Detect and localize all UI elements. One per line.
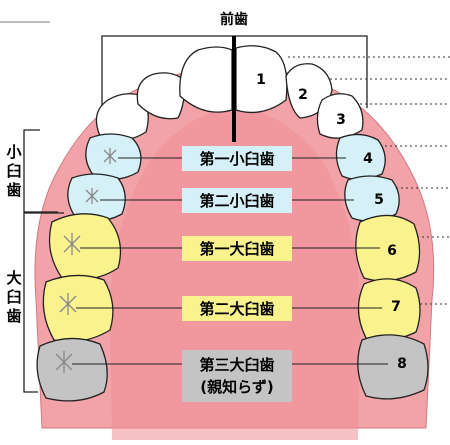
tooth-number-2: 2 bbox=[298, 87, 308, 103]
tooth-7 bbox=[357, 278, 421, 341]
x-mark bbox=[85, 188, 99, 204]
molars bbox=[42, 213, 421, 343]
tooth-3 bbox=[316, 93, 364, 139]
tooth-left-premolar-1 bbox=[85, 133, 142, 180]
anterior-teeth bbox=[95, 45, 364, 141]
x-mark bbox=[55, 351, 73, 373]
label-third-molar-note: (親知らず) bbox=[200, 378, 273, 396]
tooth-number-4: 4 bbox=[363, 151, 373, 167]
tooth-left-molar-2 bbox=[42, 274, 114, 343]
label-third-molar: 第三大臼歯 bbox=[199, 356, 274, 374]
label-box-second-premolar bbox=[182, 188, 292, 213]
tooth-6 bbox=[355, 214, 421, 282]
tooth-number-6: 6 bbox=[387, 243, 397, 259]
tooth-1 bbox=[235, 45, 288, 114]
tooth-left-central bbox=[179, 46, 233, 113]
tooth-number-7: 7 bbox=[391, 299, 401, 315]
premolars bbox=[67, 133, 400, 222]
x-marks bbox=[55, 148, 117, 373]
tooth-4 bbox=[335, 133, 386, 181]
label-second-molar: 第二大臼歯 bbox=[199, 300, 274, 318]
tooth-number-1: 1 bbox=[256, 72, 266, 88]
x-mark bbox=[103, 148, 117, 164]
tooth-5 bbox=[344, 175, 400, 222]
title-anterior: 前歯 bbox=[220, 11, 248, 28]
molar-char-1: 大 bbox=[6, 269, 21, 287]
tooth-number-8: 8 bbox=[397, 356, 407, 372]
molar-char-2: 臼 bbox=[6, 288, 21, 306]
tooth-number-5: 5 bbox=[374, 192, 384, 208]
molar-char-3: 歯 bbox=[6, 307, 21, 325]
label-first-premolar: 第一小臼歯 bbox=[199, 150, 274, 168]
label-first-molar: 第一大臼歯 bbox=[199, 240, 274, 258]
x-mark bbox=[63, 233, 81, 255]
tooth-number-3: 3 bbox=[336, 112, 346, 128]
label-box-third-molar bbox=[182, 350, 292, 402]
label-box-first-molar bbox=[182, 236, 292, 261]
premolar-char-3: 歯 bbox=[6, 181, 21, 199]
label-box-second-molar bbox=[182, 296, 292, 321]
premolar-char-2: 臼 bbox=[6, 162, 21, 180]
tooth-8 bbox=[357, 334, 429, 400]
x-mark bbox=[59, 293, 77, 315]
label-second-premolar: 第二小臼歯 bbox=[199, 192, 274, 210]
palate bbox=[109, 108, 361, 440]
tooth-left-premolar-2 bbox=[67, 173, 126, 222]
leader-lines bbox=[72, 157, 388, 365]
premolar-char-1: 小 bbox=[6, 143, 21, 161]
tooth-left-molar-1 bbox=[48, 213, 122, 281]
label-box-first-premolar bbox=[182, 146, 292, 171]
